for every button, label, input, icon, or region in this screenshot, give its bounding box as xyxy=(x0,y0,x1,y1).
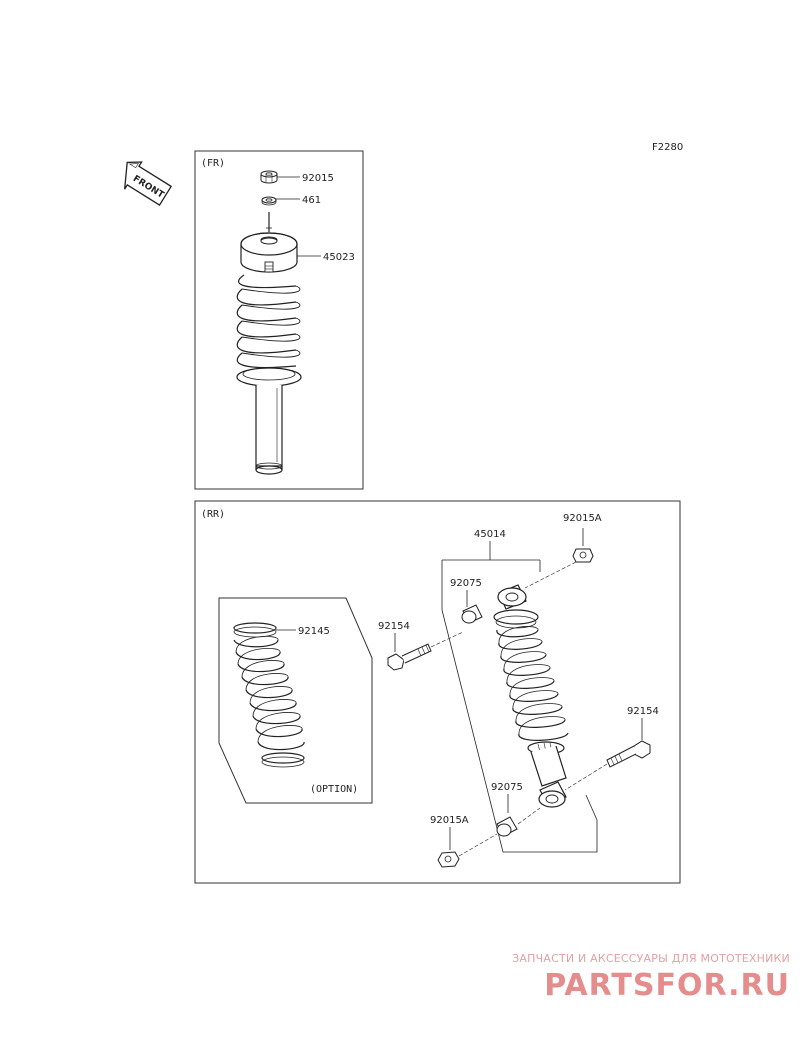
option-spring-icon xyxy=(233,622,305,768)
front-nut-icon xyxy=(260,170,278,184)
rear-shock-absorber-icon xyxy=(493,584,569,808)
rear-assembly-bracket xyxy=(441,541,598,853)
rear-top-nut-icon xyxy=(572,548,594,563)
front-arrow-icon: FRONT xyxy=(124,161,173,206)
rear-section-label: (RR) xyxy=(201,509,225,520)
part-label-92015: 92015 xyxy=(302,173,334,184)
part-label-92075-upper: 92075 xyxy=(450,578,482,589)
part-label-92154-right: 92154 xyxy=(627,706,659,717)
rear-lower-bushing-icon xyxy=(496,816,518,837)
rear-upper-bushing-icon xyxy=(461,604,483,624)
front-shock-absorber-icon xyxy=(236,212,302,475)
watermark-tagline: ЗАПЧАСТИ И АКСЕССУАРЫ ДЛЯ МОТОТЕХНИКИ xyxy=(512,952,790,965)
part-label-92015A-bottom: 92015A xyxy=(430,815,469,826)
part-label-45014: 45014 xyxy=(474,529,506,540)
rear-right-bolt-icon xyxy=(606,740,651,768)
front-section-label: (FR) xyxy=(201,158,225,169)
part-label-92015A-top: 92015A xyxy=(563,513,602,524)
front-section: (FR) 92015 461 xyxy=(194,150,364,490)
rear-left-bolt-icon xyxy=(387,643,432,671)
front-washer-icon xyxy=(261,196,277,206)
rear-bottom-nut-icon xyxy=(437,851,460,868)
part-label-92145: 92145 xyxy=(298,626,330,637)
part-label-461: 461 xyxy=(302,195,321,206)
part-label-92154-left: 92154 xyxy=(378,621,410,632)
part-label-45023: 45023 xyxy=(323,252,355,263)
watermark-logo: PARTSFOR.RU xyxy=(544,968,790,1003)
front-section-frame xyxy=(194,150,364,490)
option-label: (OPTION) xyxy=(310,784,358,795)
rear-section-frame xyxy=(194,500,681,884)
part-label-92075-lower: 92075 xyxy=(491,782,523,793)
rear-section: (RR) xyxy=(194,500,681,884)
figure-code: F2280 xyxy=(652,142,683,153)
option-spring-box: 92145 (OPTION) xyxy=(218,597,373,804)
